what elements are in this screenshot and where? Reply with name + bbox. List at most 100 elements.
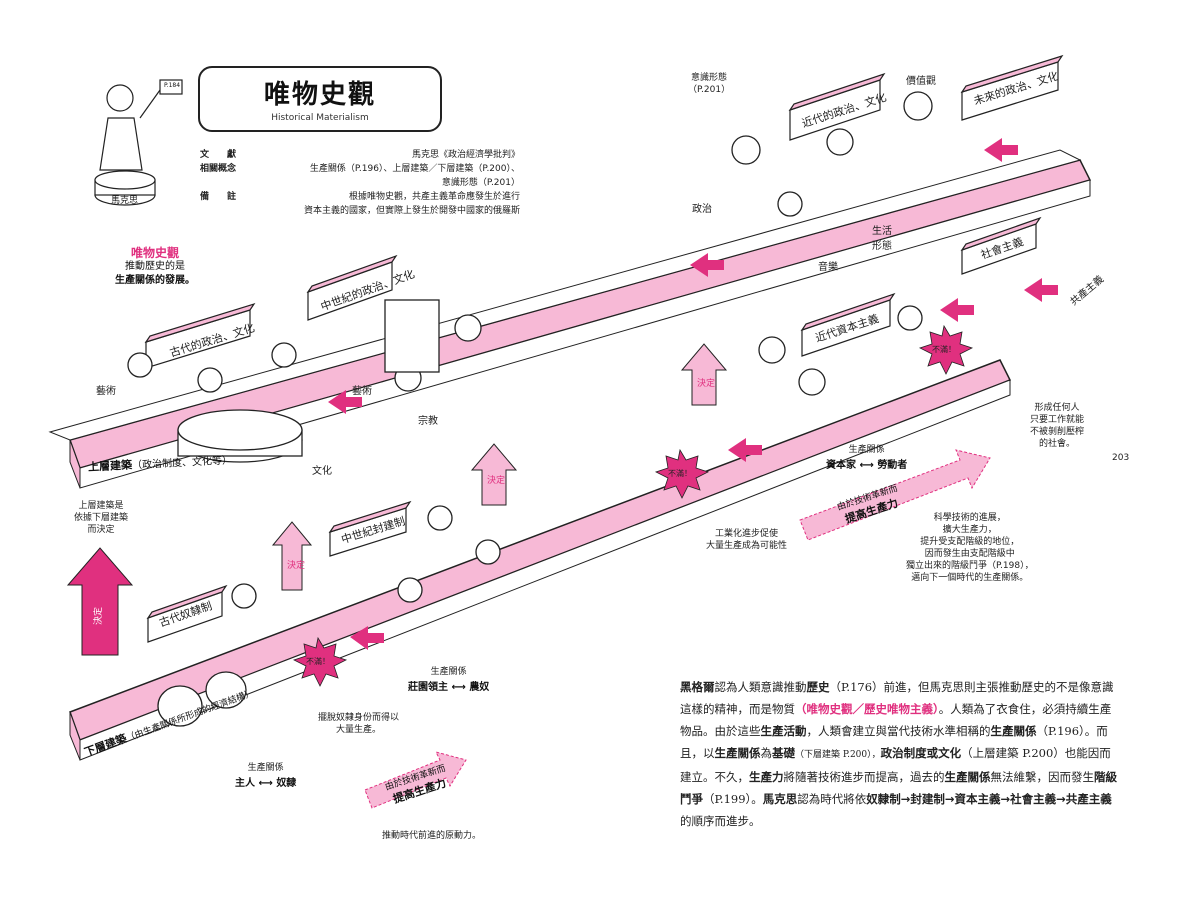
info-row: 資本主義的國家，但實際上發生於開發中國家的俄羅斯 <box>200 204 520 218</box>
para-bold: 馬克思 <box>762 792 798 806</box>
para-bold: 生產活動 <box>760 724 807 738</box>
info-block: 文 獻馬克思《政治經濟學批判》 相關概念 生產關係（P.196）、上層建築／下層建… <box>200 148 520 218</box>
relation-caption: 生產關係 <box>430 667 467 677</box>
info-row: 文 獻馬克思《政治經濟學批判》 <box>200 148 520 162</box>
note-line: 形成任何人 <box>1034 403 1080 413</box>
para-text: （下層建築 P.200）， <box>795 750 881 760</box>
note-line: 大量生產成為可能性 <box>706 541 788 551</box>
relation-modern: 生產關係 資本家 ⟷ 勞動者 <box>826 445 908 471</box>
para-text: （P.196）。而且，以 <box>680 724 1108 760</box>
page-title: 唯物史觀 <box>263 80 376 110</box>
info-key <box>200 176 252 190</box>
left-note-line: 上層建築是 <box>78 501 124 511</box>
para-text: 無法維繫，因而發生 <box>990 770 1095 784</box>
info-row: 意識形態（P.201） <box>200 176 520 190</box>
para-text: 將隨著技術進步而提高，過去的 <box>783 770 945 784</box>
relation-left: 莊園領主 <box>408 682 448 693</box>
page-number: 203 <box>1112 453 1130 463</box>
relation-right: 奴隸 <box>276 778 297 789</box>
info-key <box>200 204 252 218</box>
para-text: （上層建築 P.200）也能因而建立。不久， <box>680 746 1111 784</box>
side-note-title: 唯物史觀 <box>130 246 179 260</box>
para-bold: 奴隸制→封建制→資本主義→社會主義→共產主義 <box>866 792 1112 806</box>
label-art: 藝術 <box>96 386 116 397</box>
side-note: 唯物史觀 推動歷史的是 生產關係的發展。 <box>115 246 195 288</box>
upper-platform <box>48 149 1092 489</box>
figures <box>127 91 933 727</box>
marx-statue <box>94 79 183 206</box>
progress-arrows <box>328 138 1058 650</box>
relation-left: 資本家 <box>826 460 856 471</box>
decide-label: 決定 <box>487 476 506 486</box>
para-bold: 生產力 <box>749 770 784 784</box>
relation-ancient: 生產關係 主人 ⟷ 奴隸 <box>235 763 297 789</box>
para-bold: 生產關係 <box>714 746 761 760</box>
note-line: 工業化進步促使 <box>715 529 779 539</box>
para-highlight: （唯物史觀／歷史唯物主義） <box>795 702 939 716</box>
decide-label: 決定 <box>287 561 306 571</box>
title-bubble: 唯物史觀 Historical Materialism <box>198 66 442 132</box>
tech-arrows <box>364 449 991 809</box>
para-bold: 政治制度或文化 <box>880 746 962 760</box>
note-society: 形成任何人 只要工作就能 不被剝削壓榨 的社會。 <box>1030 402 1084 450</box>
big-decide-label: 決定 <box>94 606 105 626</box>
para-bold: 生產關係 <box>944 770 991 784</box>
statue-plaque: 馬克思 <box>111 196 139 206</box>
left-note: 上層建築是 依據下層建築 而決定 <box>60 500 142 536</box>
label-culture: 文化 <box>312 466 332 477</box>
note-science: 科學技術的進展， 擴大生產力， 提升受支配階級的地位， 因而發生由支配階級中 獨… <box>906 512 1034 584</box>
decide-label: 決定 <box>697 379 716 389</box>
para-text: 的順序而進步。 <box>680 814 761 828</box>
para-text: 認為時代將依 <box>797 792 867 806</box>
info-value: 根據唯物史觀，共產主義革命應發生於進行 <box>348 192 520 202</box>
para-text: （P.176）前進，但馬克思則主張推動歷史的不是像意識這樣的精神，而是物質 <box>680 680 1114 716</box>
label-life-text: 生活 <box>872 226 892 237</box>
relation-caption: 生產關係 <box>848 445 885 455</box>
label-life-text2: 形態 <box>872 241 892 252</box>
statue-flag-text: P.184 <box>164 82 181 89</box>
info-row: 相關概念 生產關係（P.196）、上層建築／下層建築（P.200）、 <box>200 162 520 176</box>
info-value: 生產關係（P.196）、上層建築／下層建築（P.200）、 <box>309 164 520 174</box>
info-key: 相關概念 <box>200 164 237 174</box>
note-line: 獨立出來的階級鬥爭（P.198）， <box>906 561 1034 571</box>
para-text: 認為人類意識推動 <box>714 680 807 694</box>
label-ideology-ref: （P.201） <box>688 85 731 95</box>
discontent-label: 不滿！ <box>932 345 956 354</box>
para-bold: 階級鬥爭 <box>680 770 1117 806</box>
info-key: 備 註 <box>200 192 237 202</box>
info-row: 備 註 根據唯物史觀，共產主義革命應發生於進行 <box>200 190 520 204</box>
label-ideology: 意識形態 （P.201） <box>688 72 730 96</box>
relation-right: 勞動者 <box>877 460 908 471</box>
note-line: 擴大生產力， <box>942 525 997 535</box>
label-life: 生活形態 <box>872 222 892 252</box>
big-decide-arrow <box>66 547 134 656</box>
note-line: 科學技術的進展， <box>933 513 1006 523</box>
relation-medieval: 生產關係 莊園領主 ⟷ 農奴 <box>408 667 490 693</box>
para-text: （P.199）。 <box>703 792 763 806</box>
side-note-line: 推動歷史的是 <box>125 261 185 272</box>
discontent-label: 不滿！ <box>306 657 330 666</box>
page-subtitle: Historical Materialism <box>271 113 369 123</box>
note-industry: 工業化進步促使 大量生產成為可能性 <box>706 528 787 552</box>
label-art: 藝術 <box>352 386 372 397</box>
info-value: 馬克思《政治經濟學批判》 <box>411 150 520 160</box>
signs <box>144 54 1064 643</box>
para-text: ，人類會建立與當代技術水準相稱的 <box>806 724 991 738</box>
note-line: 大量生產。 <box>336 725 382 735</box>
label-values: 價值觀 <box>906 76 936 87</box>
note-slaves: 擺脫奴隸身份而得以 大量生產。 <box>318 712 399 736</box>
label-ideology-text: 意識形態 <box>691 73 728 83</box>
relation-left: 主人 <box>235 778 255 789</box>
note-line: 提升受支配階級的地位， <box>920 537 1020 547</box>
note-line: 擺脫奴隸身份而得以 <box>318 713 400 723</box>
upper-label-main: 上層建築 <box>87 458 133 474</box>
label-religion: 宗教 <box>418 416 438 427</box>
para-bold: 基礎 <box>772 746 795 760</box>
para-bold: 歷史 <box>806 680 830 694</box>
note-driving: 推動時代前進的原動力。 <box>382 831 482 841</box>
para-text: 為 <box>760 746 773 760</box>
para-bold: 生產關係 <box>990 724 1037 738</box>
note-line: 因而發生由支配階級中 <box>924 549 1015 559</box>
decide-arrows <box>271 343 728 591</box>
